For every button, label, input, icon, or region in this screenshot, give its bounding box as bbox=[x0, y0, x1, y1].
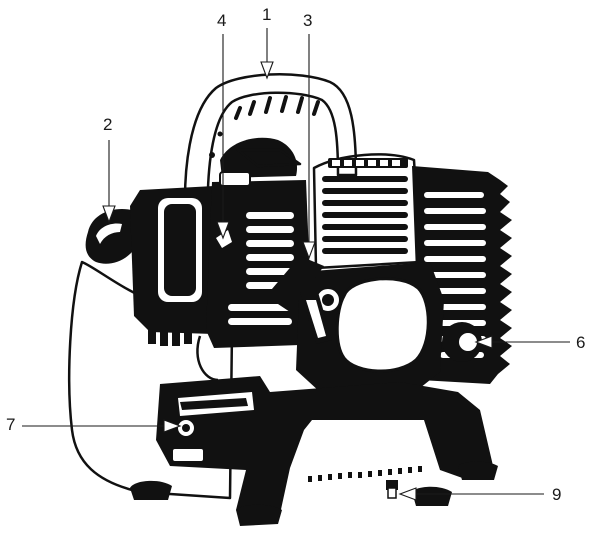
callout-1: 1 bbox=[260, 5, 274, 80]
callout-7: 7 bbox=[6, 415, 182, 434]
arrow-1 bbox=[260, 61, 274, 80]
label-3: 3 bbox=[303, 11, 312, 30]
fuel-tank bbox=[68, 260, 234, 500]
arrow-4 bbox=[216, 221, 230, 240]
callout-3: 3 bbox=[302, 11, 316, 260]
arrow-3 bbox=[302, 241, 316, 260]
label-9: 9 bbox=[552, 485, 561, 504]
top-cover bbox=[219, 137, 302, 187]
arrow-9 bbox=[398, 487, 417, 501]
label-6: 6 bbox=[576, 333, 585, 352]
base-frame bbox=[156, 376, 494, 518]
callouts: 1 2 3 4 6 7 bbox=[6, 5, 585, 504]
crankcase bbox=[296, 262, 444, 392]
starter-handle bbox=[266, 256, 332, 344]
callout-2: 2 bbox=[102, 115, 116, 224]
label-7: 7 bbox=[6, 415, 15, 434]
label-2: 2 bbox=[103, 115, 112, 134]
air-filter-housing bbox=[130, 186, 226, 346]
callout-9: 9 bbox=[398, 485, 561, 504]
carry-handle bbox=[183, 73, 358, 230]
arrow-7 bbox=[163, 419, 182, 433]
handle-grip-ribs bbox=[234, 95, 320, 120]
label-1: 1 bbox=[262, 5, 271, 24]
fuel-cap bbox=[85, 208, 140, 264]
starter-shroud bbox=[312, 153, 422, 270]
engine-illustration bbox=[68, 73, 512, 526]
label-4: 4 bbox=[217, 11, 226, 30]
arrow-2 bbox=[102, 205, 116, 224]
callout-4: 4 bbox=[216, 11, 230, 240]
callout-6: 6 bbox=[474, 333, 585, 352]
rubber-feet bbox=[130, 461, 498, 526]
arrow-6 bbox=[474, 335, 493, 349]
